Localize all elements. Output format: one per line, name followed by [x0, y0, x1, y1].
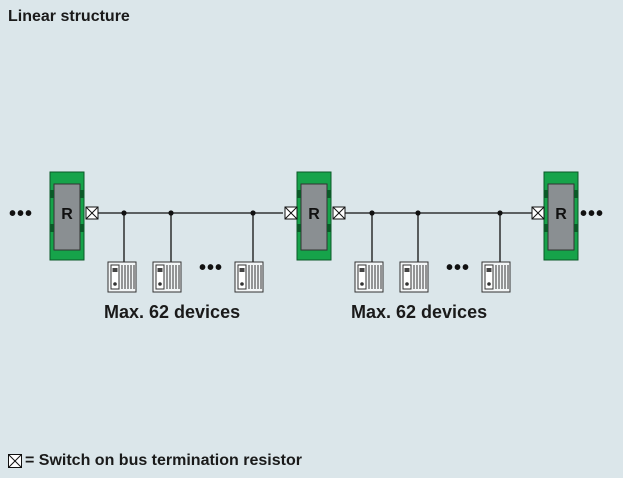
termination-switch-icon — [284, 206, 298, 220]
legend: = Switch on bus termination resistor — [8, 452, 302, 470]
device-icon — [234, 261, 264, 293]
segment-label-right: Max. 62 devices — [351, 302, 488, 322]
junctions-left — [121, 210, 256, 216]
repeater-label: R — [555, 206, 567, 223]
device-icon — [107, 261, 137, 293]
termination-switch-icon — [531, 206, 545, 220]
device-icon — [399, 261, 429, 293]
continuation-ellipsis-left: ••• — [9, 203, 34, 225]
continuation-ellipsis-right: ••• — [580, 203, 605, 225]
junctions-right — [369, 210, 503, 216]
drops-right — [371, 213, 501, 262]
termination-switch-icon — [332, 206, 346, 220]
device-icon — [354, 261, 384, 293]
switch-icon — [8, 454, 22, 468]
devices-ellipsis-left: ••• — [199, 257, 224, 279]
drops-left — [123, 213, 254, 262]
device-icon — [152, 261, 182, 293]
repeater-label: R — [308, 206, 320, 223]
repeater-label: R — [61, 206, 73, 223]
devices-ellipsis-right: ••• — [446, 257, 471, 279]
termination-switch-icon — [85, 206, 99, 220]
diagram-title: Linear structure — [8, 8, 130, 25]
legend-text: = Switch on bus termination resistor — [25, 452, 302, 469]
segment-label-left: Max. 62 devices — [104, 302, 241, 322]
device-icon — [481, 261, 511, 293]
